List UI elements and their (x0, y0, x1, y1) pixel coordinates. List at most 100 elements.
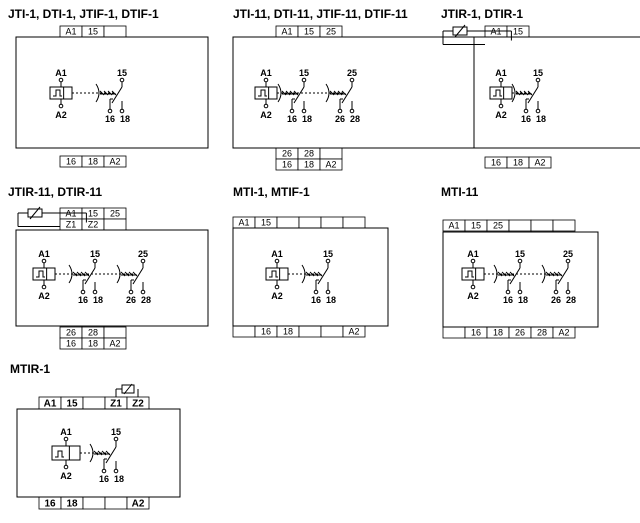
contact-no-label: 18 (114, 474, 124, 484)
contact-terminal-dot (140, 289, 146, 295)
terminal-label: 16 (491, 158, 501, 168)
contact-terminal-dot (349, 77, 355, 83)
changeover-contact: 15 16 18 (95, 68, 130, 124)
terminal-label: 25 (493, 221, 503, 231)
contact-no-label: 18 (536, 114, 546, 124)
coil-bottom-label: A2 (60, 471, 72, 481)
terminal-cell (319, 158, 343, 171)
coil-top-label: A1 (38, 249, 50, 259)
terminal-label: 18 (283, 327, 293, 337)
terminal-label: 18 (513, 158, 523, 168)
terminal-cell (276, 216, 300, 229)
contact-nc-label: 16 (287, 114, 297, 124)
terminal-cell (103, 326, 127, 339)
contact-common-label: 25 (138, 249, 148, 259)
terminal-cell (103, 25, 127, 38)
terminal-label: 28 (88, 328, 98, 338)
diagram-title: JTIR-1, DTIR-1 (441, 7, 523, 21)
contact-terminal-dot (301, 77, 307, 83)
terminal-label: 26 (66, 328, 76, 338)
terminal-label: A2 (325, 160, 336, 170)
contact-terminal-dot (523, 108, 529, 114)
terminal-cell (232, 325, 256, 338)
contact-common-label: 15 (533, 68, 543, 78)
contact-no-label: 18 (93, 295, 103, 305)
contact-terminal-dot (337, 108, 343, 114)
terminal-cell (298, 216, 322, 229)
terminal-label: 15 (513, 27, 523, 37)
contact-terminal-dot (517, 258, 523, 264)
contact-common-label: 15 (117, 68, 127, 78)
contact-terminal-dot (325, 258, 331, 264)
contact-terminal-dot (553, 289, 559, 295)
coil-top-label: A1 (55, 68, 67, 78)
contact-no-label: 18 (326, 295, 336, 305)
contact-terminal-dot (128, 289, 134, 295)
coil-top-label: A1 (60, 427, 72, 437)
coil-bottom-label: A2 (271, 291, 283, 301)
terminal-label: 16 (261, 327, 271, 337)
coil-top-label: A1 (271, 249, 283, 259)
coil-terminal-dot (470, 258, 476, 264)
terminal-cell (319, 147, 343, 160)
diagram-title: JTIR-11, DTIR-11 (8, 185, 102, 199)
terminal-label: A1 (44, 399, 57, 410)
terminal-cell (508, 219, 532, 232)
terminal-label: Z2 (88, 220, 99, 230)
coil-terminal-dot (470, 284, 476, 290)
terminal-label: Z1 (110, 399, 122, 410)
coil-terminal-dot (498, 77, 504, 83)
contact-terminal-dot (92, 289, 98, 295)
contact-common-label: 15 (323, 249, 333, 259)
coil-terminal-dot (498, 103, 504, 109)
terminal-label: 25 (110, 209, 120, 219)
potentiometer-icon (17, 206, 87, 227)
coil-terminal-dot (263, 103, 269, 109)
contact-nc-label: 26 (335, 114, 345, 124)
terminal-cell (320, 325, 344, 338)
diagram-title: MTIR-1 (10, 362, 50, 376)
terminal-label: 18 (493, 328, 503, 338)
terminal-label: A1 (65, 27, 76, 37)
relay-housing (232, 227, 389, 327)
contact-nc-label: 16 (311, 295, 321, 305)
terminal-label: 18 (88, 157, 98, 167)
relay-housing (16, 408, 181, 498)
coil-terminal-dot (41, 284, 47, 290)
terminal-cell (82, 396, 106, 410)
contact-terminal-dot (325, 289, 331, 295)
terminal-label: 26 (282, 149, 292, 159)
contact-terminal-dot (289, 108, 295, 114)
diagram-title: JTI-11, DTI-11, JTIF-11, DTIF-11 (233, 7, 408, 21)
terminal-label: A2 (109, 157, 120, 167)
terminal-label: 15 (66, 399, 78, 410)
contact-nc-label: 16 (78, 295, 88, 305)
potentiometer-icon (442, 24, 512, 45)
contact-nc-label: 26 (551, 295, 561, 305)
terminal-label: 18 (88, 339, 98, 349)
contact-terminal-dot (140, 258, 146, 264)
coil-top-label: A1 (260, 68, 272, 78)
potentiometer-icon (115, 383, 139, 397)
terminal-label: A2 (348, 327, 359, 337)
terminal-cell (530, 219, 554, 232)
contact-terminal-dot (113, 436, 119, 442)
contact-nc-label: 16 (105, 114, 115, 124)
diagram-title: JTI-1, DTI-1, JTIF-1, DTIF-1 (8, 7, 159, 21)
contact-no-label: 18 (302, 114, 312, 124)
coil-terminal-dot (274, 284, 280, 290)
terminal-label: A2 (534, 158, 545, 168)
coil-terminal-dot (41, 258, 47, 264)
coil-bottom-label: A2 (55, 110, 67, 120)
contact-no-label: 18 (120, 114, 130, 124)
